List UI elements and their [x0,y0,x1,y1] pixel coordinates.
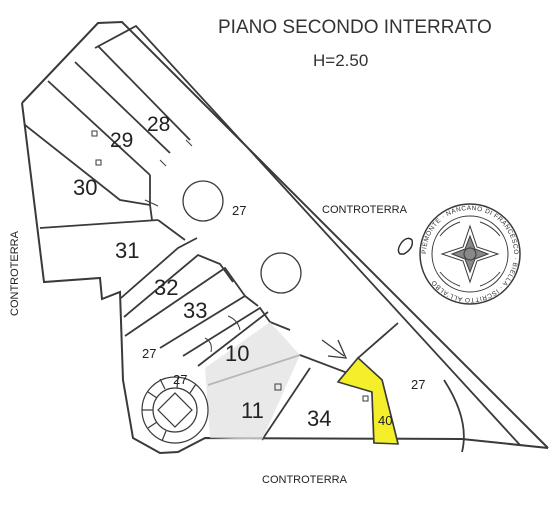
shaded-area [205,322,300,440]
plan-height: H=2.50 [313,51,368,70]
boundary-label-right: CONTROTERRA [322,204,408,216]
unit-label-29: 29 [110,129,133,152]
outer-walls [21,20,549,455]
corridor-label-left: 27 [142,346,156,361]
unit-label-34: 34 [307,406,331,431]
professional-stamp: PIEMONTE · NANCANO DI FRANCESCO · BIELLA… [397,203,521,305]
unit-label-33: 33 [183,298,207,323]
unit-label-11: 11 [241,398,264,423]
plan-title: PIANO SECONDO INTERRATO [218,17,492,38]
unit-label-30: 30 [73,175,97,200]
column-circle-top [182,180,224,222]
unit-label-40: 40 [378,413,392,428]
corridor-label-top: 27 [232,203,246,218]
unit-label-31: 31 [115,238,139,263]
boundary-label-bottom: CONTROTERRA [262,474,348,486]
door-swings [144,139,241,353]
corridor-label-right: 27 [411,377,425,392]
unit-label-10: 10 [225,341,249,366]
unit-40-highlight [336,356,399,445]
corridor-label-stair: 27 [173,372,187,387]
entrance-arrow [321,339,348,359]
boundary-label-left: CONTROTERRA [9,230,21,316]
unit-label-28: 28 [147,113,170,136]
stamp-emblem [439,221,501,287]
room-markers [91,130,369,402]
column-circle-middle [260,252,302,294]
unit-label-32: 32 [154,275,178,300]
spiral-staircase [141,376,209,444]
